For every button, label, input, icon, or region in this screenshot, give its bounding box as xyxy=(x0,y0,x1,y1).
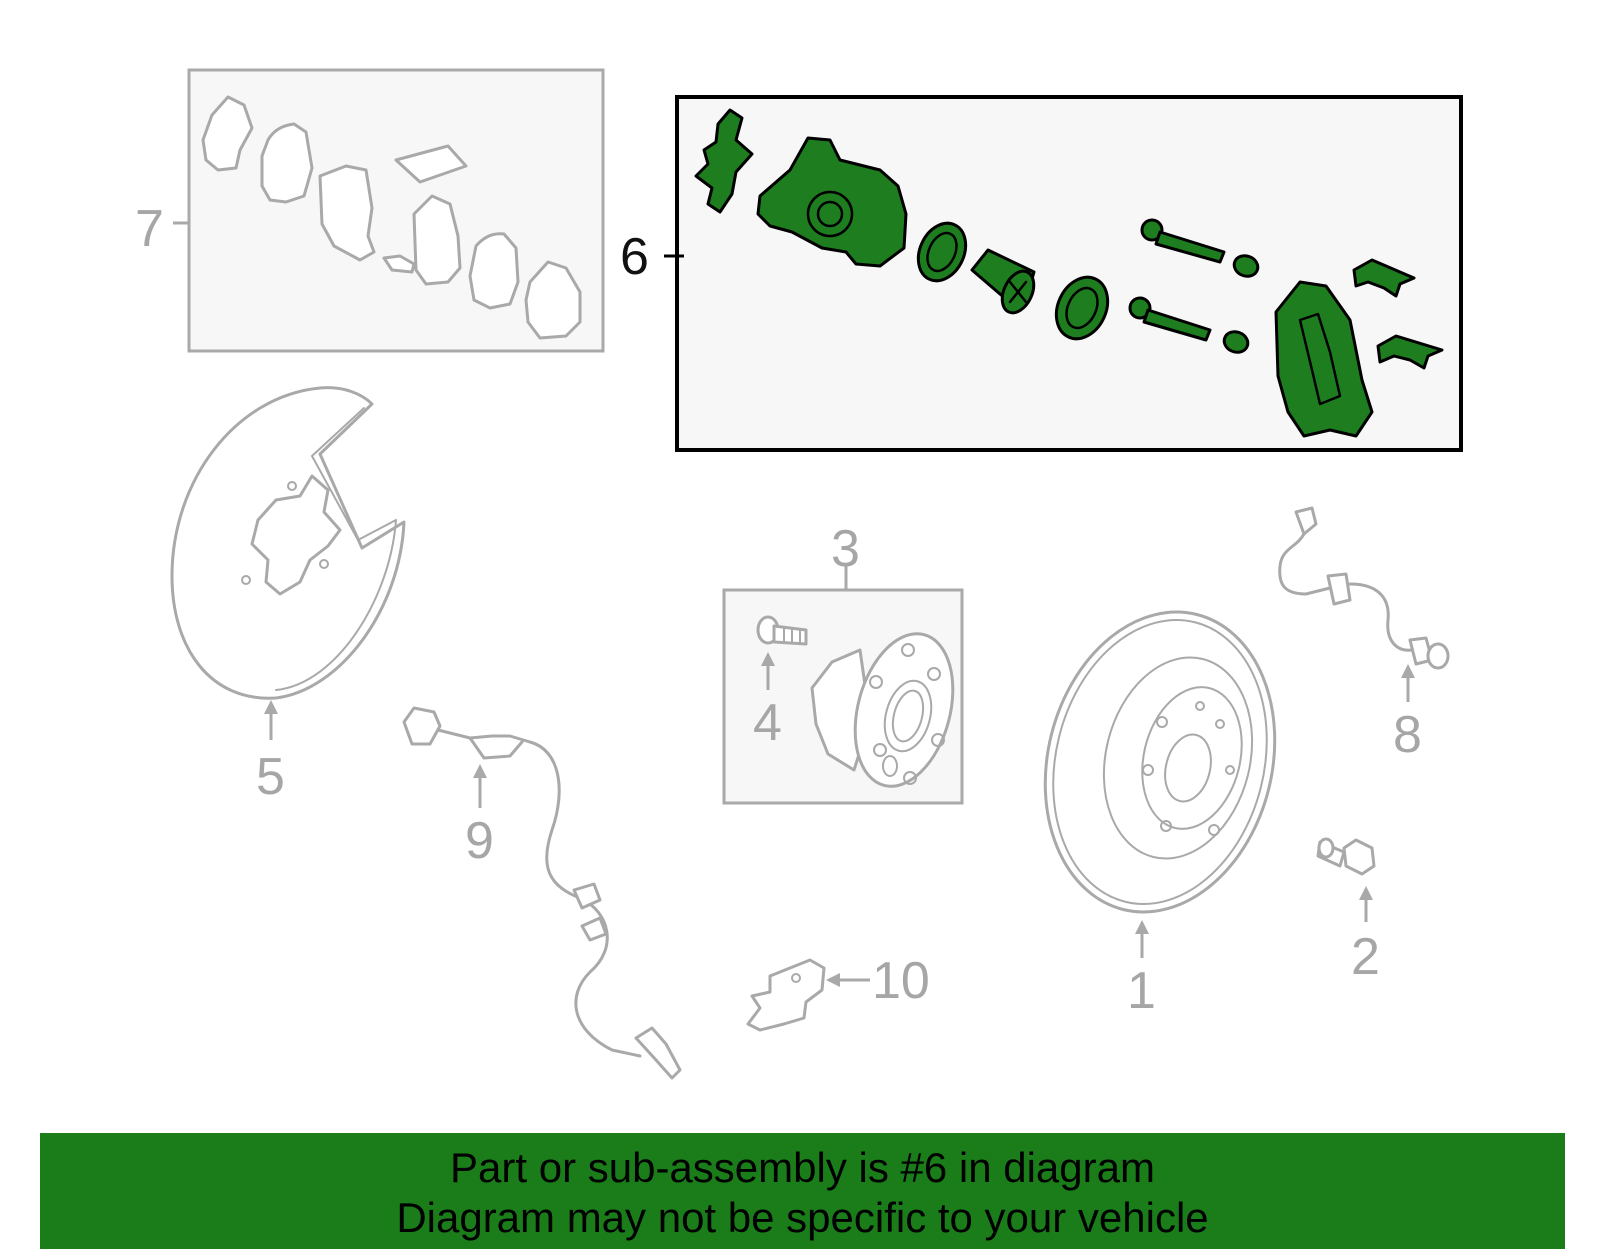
callout-3[interactable]: 3 xyxy=(831,520,860,578)
callout-4[interactable]: 4 xyxy=(753,694,782,752)
callout-2[interactable]: 2 xyxy=(1351,928,1380,986)
callout-7[interactable]: 7 xyxy=(135,200,164,258)
part-2-rotor-screw[interactable] xyxy=(1316,837,1376,876)
callout-6[interactable]: 6 xyxy=(620,228,649,286)
callout-8[interactable]: 8 xyxy=(1393,706,1422,764)
part-6-caliper-assembly[interactable] xyxy=(675,95,1463,452)
part-7-brake-pad-set[interactable] xyxy=(187,68,605,353)
footer-line-part-note: Part or sub-assembly is #6 in diagram xyxy=(450,1144,1155,1191)
part-8-brake-hose[interactable] xyxy=(1278,506,1450,670)
callout-1[interactable]: 1 xyxy=(1127,962,1156,1020)
part-5-splash-shield[interactable] xyxy=(170,386,406,700)
footer-line-disclaimer: Diagram may not be specific to your vehi… xyxy=(396,1194,1209,1241)
callout-9[interactable]: 9 xyxy=(465,812,494,870)
part-9-abs-sensor[interactable] xyxy=(402,706,682,1080)
part-10-bracket[interactable] xyxy=(746,958,826,1032)
callout-5[interactable]: 5 xyxy=(256,748,285,806)
callout-10[interactable]: 10 xyxy=(872,952,930,1010)
footer-banner: Part or sub-assembly is #6 in diagram Di… xyxy=(40,1133,1565,1249)
part-4-wheel-stud[interactable] xyxy=(756,615,808,646)
part-1-brake-rotor[interactable] xyxy=(1015,587,1306,936)
